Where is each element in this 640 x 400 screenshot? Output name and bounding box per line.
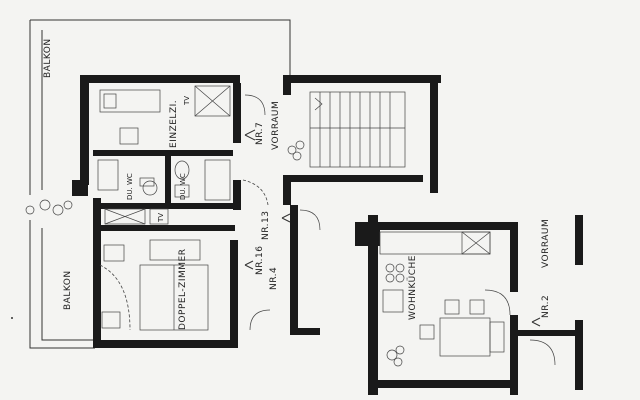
- label-tv-top: TV: [183, 96, 191, 106]
- label-wohnkueche: WOHNKÜCHE: [407, 255, 418, 320]
- chair-3: [419, 324, 435, 340]
- door-nr4: [249, 309, 271, 331]
- wall-bath-divider: [165, 155, 171, 205]
- dresser: [149, 239, 201, 261]
- r-wall-top: [368, 222, 518, 230]
- r-wall-right-lower: [510, 315, 518, 395]
- wall-inner-h3: [95, 225, 235, 231]
- wall-top: [80, 75, 240, 83]
- tv-box: [149, 208, 169, 225]
- r-wall-left: [368, 215, 378, 395]
- r-wall-right-upper: [510, 222, 518, 292]
- wall-inner-h1: [93, 150, 233, 156]
- wardrobe-top: [194, 85, 231, 117]
- r-wall-hall: [518, 330, 578, 336]
- arrow-nr7-icon: [244, 129, 256, 141]
- nightstand: [119, 127, 139, 145]
- wall-top-right: [283, 75, 441, 83]
- wall-left-lower: [93, 198, 101, 348]
- bench: [489, 321, 505, 353]
- wall-inner-v2: [233, 180, 241, 210]
- label-doppelzimmer: DOPPEL-ZIMMER: [178, 249, 188, 330]
- label-vorraum-top: VORRAUM: [271, 101, 281, 150]
- chair-1: [444, 299, 460, 315]
- kitchen-cabinet: [461, 231, 491, 255]
- plant-icon-3: [386, 345, 405, 367]
- arrow-nr16-icon: [244, 260, 254, 270]
- label-tv-mid: TV: [157, 213, 165, 223]
- chair: [103, 244, 125, 262]
- staircase: [309, 91, 406, 168]
- label-nr4: NR.4: [269, 267, 279, 290]
- label-balkon-bottom: BALKON: [63, 270, 73, 310]
- wall-hall-right: [290, 205, 298, 333]
- label-nr16: NR.16: [255, 246, 265, 275]
- wall-hall-mid: [283, 175, 291, 205]
- label-nr13: NR.13: [261, 211, 271, 240]
- label-du-wc-right: DU. WC: [179, 173, 187, 200]
- r-wall-far-upper: [575, 215, 583, 265]
- wall-pillar: [72, 180, 88, 196]
- arrow-nr13-icon: [281, 213, 291, 223]
- wall-stair-right: [430, 75, 438, 193]
- bathroom-right: [174, 159, 231, 201]
- r-wall-bottom: [368, 380, 518, 388]
- pillow: [103, 93, 117, 109]
- label-einzelzi: EINZELZI.: [169, 100, 179, 148]
- arrow-nr2-icon: [531, 317, 541, 327]
- paper-speck: [11, 317, 13, 319]
- label-balkon-top: BALKON: [43, 38, 53, 78]
- wall-stair-bottom: [283, 175, 423, 182]
- wall-inner-h2: [93, 203, 233, 209]
- wall-right-lower: [230, 240, 238, 348]
- plant-icon: [25, 199, 73, 216]
- door-nr13: [299, 209, 321, 231]
- balcony-outline-bottom-inner: [41, 228, 95, 341]
- door-vorraum: [529, 339, 556, 366]
- desk: [101, 311, 121, 329]
- wall-hall-top: [283, 75, 291, 95]
- plant-icon-2: [287, 140, 305, 161]
- single-bed: [99, 89, 161, 113]
- label-vorraum-right: VORRAUM: [541, 219, 551, 268]
- label-nr2: NR.2: [541, 295, 551, 318]
- wall-hall-bottom: [290, 328, 320, 335]
- r-wall-far-lower: [575, 320, 583, 390]
- left-apartment: BALKON BALKON EINZELZI. TV NR.7 VORRAUM …: [25, 19, 441, 349]
- bathroom-left: [97, 159, 158, 196]
- door-einzelzi: [244, 94, 266, 116]
- balcony-outline-bottom: [29, 220, 95, 349]
- label-nr7: NR.7: [255, 122, 265, 145]
- sink: [382, 289, 404, 313]
- wardrobe-mid: [104, 208, 146, 225]
- door-kitchen: [484, 289, 511, 316]
- balcony-outline-top: [30, 19, 291, 75]
- label-du-wc-left: DU. WC: [126, 173, 134, 200]
- door-swing-dz: [99, 264, 131, 331]
- right-apartment: WOHNKÜCHE VORRAUM NR.2: [355, 215, 583, 395]
- wall-inner-v1: [233, 83, 241, 143]
- wall-left-upper: [80, 75, 89, 185]
- wall-bottom: [93, 340, 238, 348]
- stove-icon: [385, 263, 405, 283]
- chair-2: [469, 299, 485, 315]
